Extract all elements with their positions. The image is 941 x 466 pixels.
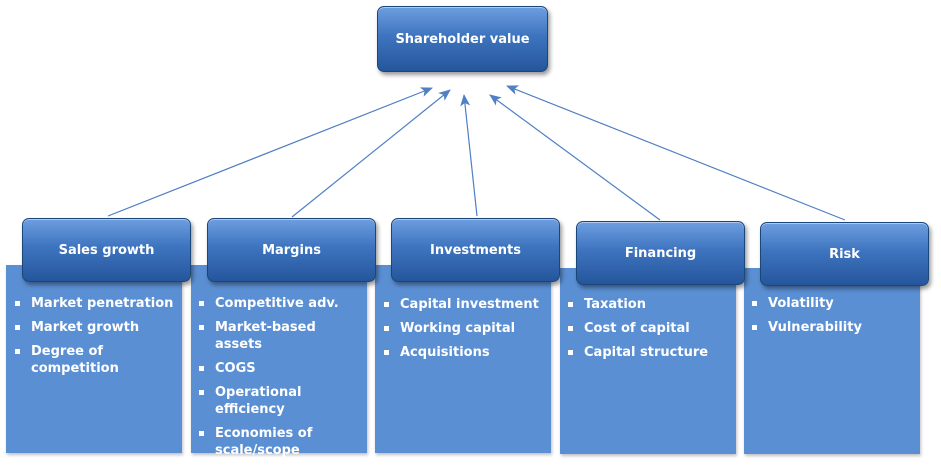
list-item: Working capital (383, 320, 547, 337)
arrow-financing (489, 94, 661, 221)
margins-header: Margins (207, 218, 376, 282)
list-item: Acquisitions (383, 344, 547, 361)
arrow-risk (506, 85, 846, 221)
bullet-square-icon (752, 301, 757, 306)
list-item: Market penetration (14, 295, 178, 312)
margins-list: Competitive adv. Market-based assets COG… (198, 295, 362, 466)
bullet-square-icon (384, 302, 389, 307)
list-item: Capital structure (567, 344, 731, 361)
bullet-square-icon (15, 301, 20, 306)
bullet-square-icon (199, 325, 204, 330)
bullet-square-icon (199, 431, 204, 436)
margins-panel (191, 265, 367, 453)
bullet-square-icon (568, 350, 573, 355)
financing-list: Taxation Cost of capital Capital structu… (567, 296, 731, 368)
investments-header: Investments (391, 218, 560, 282)
bullet-square-icon (384, 326, 389, 331)
margins-label: Margins (262, 242, 321, 258)
financing-panel (560, 268, 736, 454)
risk-panel (744, 268, 920, 454)
list-item: Operational efficiency (198, 384, 320, 418)
financing-header: Financing (576, 221, 745, 285)
bullet-square-icon (199, 301, 204, 306)
sales-growth-panel (6, 265, 182, 453)
bullet-square-icon (15, 349, 20, 354)
list-item: Volatility (751, 295, 915, 312)
list-item: Market-based assets (198, 319, 362, 353)
list-item: Capital investment (383, 296, 547, 313)
bullet-square-icon (568, 326, 573, 331)
investments-label: Investments (430, 242, 521, 258)
shareholder-value-label: Shareholder value (395, 31, 530, 47)
arrow-sales-growth (107, 87, 433, 217)
shareholder-value-box: Shareholder value (377, 6, 548, 72)
arrow-investments (460, 94, 478, 217)
investments-panel (375, 265, 551, 453)
investments-list: Capital investment Working capital Acqui… (383, 296, 547, 368)
risk-label: Risk (829, 246, 860, 262)
sales-growth-header: Sales growth (22, 218, 191, 282)
list-item: Economies of scale/scope (198, 425, 325, 459)
bullet-square-icon (752, 325, 757, 330)
list-item: Degree of competition (14, 343, 178, 377)
risk-header: Risk (760, 222, 929, 286)
list-item: COGS (198, 360, 362, 377)
list-item: Taxation (567, 296, 731, 313)
bullet-square-icon (384, 350, 389, 355)
arrow-margins (291, 89, 451, 218)
bullet-square-icon (15, 325, 20, 330)
list-item: Market growth (14, 319, 178, 336)
bullet-square-icon (199, 390, 204, 395)
bullet-square-icon (199, 366, 204, 371)
sales-growth-list: Market penetration Market growth Degree … (14, 295, 178, 384)
sales-growth-label: Sales growth (58, 242, 155, 258)
list-item: Cost of capital (567, 320, 731, 337)
list-item: Vulnerability (751, 319, 915, 336)
financing-label: Financing (624, 245, 697, 261)
list-item: Competitive adv. (198, 295, 362, 312)
risk-list: Volatility Vulnerability (751, 295, 915, 343)
bullet-square-icon (568, 302, 573, 307)
